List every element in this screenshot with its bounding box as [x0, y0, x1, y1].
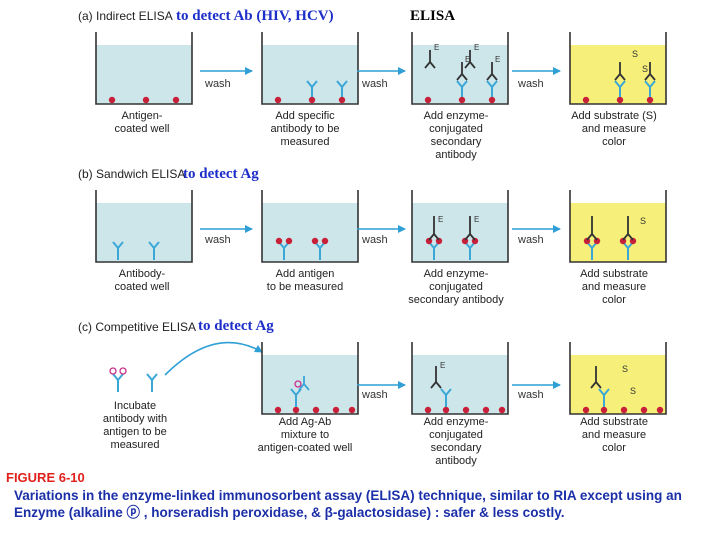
step-caption-b4: Add substrate and measure color — [559, 268, 669, 307]
enzyme-label: E — [440, 361, 445, 370]
antigen-dot — [601, 407, 607, 413]
antigen-dot — [425, 97, 431, 103]
antigen-dot — [483, 407, 489, 413]
enzyme-label: E — [438, 215, 443, 224]
antigen-dot — [322, 238, 328, 244]
antigen-dot — [276, 238, 282, 244]
free-antigen — [110, 368, 116, 374]
well-b1 — [96, 190, 192, 262]
well-c2 — [262, 342, 358, 414]
enzyme-label: E — [495, 55, 500, 64]
incubate-group — [110, 368, 157, 392]
wash-label-a3: wash — [518, 78, 544, 90]
well-liquid — [412, 355, 508, 414]
antigen-dot — [443, 407, 449, 413]
step-caption-b2: Add antigen to be measured — [250, 268, 360, 294]
substrate-label: S — [632, 49, 638, 59]
step-caption-a1: Antigen- coated well — [87, 110, 197, 136]
step-caption-b1: Antibody- coated well — [87, 268, 197, 294]
antibody-shape — [113, 374, 123, 392]
antigen-dot — [309, 97, 315, 103]
antigen-dot — [583, 97, 589, 103]
antigen-dot — [313, 407, 319, 413]
well-liquid — [96, 45, 192, 104]
figure-label: FIGURE 6-10 — [6, 470, 85, 485]
row-title-indirect: (a) Indirect ELISA — [78, 9, 173, 23]
antigen-dot — [617, 97, 623, 103]
wash-label-a2: wash — [362, 78, 388, 90]
antigen-dot — [657, 407, 663, 413]
well-liquid — [262, 203, 358, 262]
well-liquid — [412, 203, 508, 262]
antigen-dot — [499, 407, 505, 413]
step-caption-c3: Add enzyme- conjugated secondary antibod… — [401, 416, 511, 468]
antigen-dot — [425, 407, 431, 413]
well-liquid — [412, 45, 508, 104]
antigen-dot — [333, 407, 339, 413]
antigen-dot — [173, 97, 179, 103]
wash-label-a1: wash — [205, 78, 231, 90]
antigen-dot — [339, 97, 345, 103]
step-caption-a4: Add substrate (S) and measure color — [559, 110, 669, 149]
row-title-sandwich: (b) Sandwich ELISA — [78, 167, 185, 181]
enzyme-label: E — [434, 43, 439, 52]
step-caption-a2: Add specific antibody to be measured — [250, 110, 360, 149]
enzyme-label: E — [474, 43, 479, 52]
well-liquid — [570, 45, 666, 104]
antigen-dot — [489, 97, 495, 103]
well-a1 — [96, 32, 192, 104]
well-c4: SS — [570, 342, 666, 414]
antigen-dot — [583, 407, 589, 413]
well-b2 — [262, 190, 358, 262]
enzyme-label: E — [474, 215, 479, 224]
well-liquid — [96, 203, 192, 262]
well-liquid — [262, 355, 358, 414]
substrate-label: S — [642, 64, 648, 74]
note-indirect: to detect Ab (HIV, HCV) — [176, 8, 334, 25]
antigen-dot — [349, 407, 355, 413]
wash-label-b2: wash — [362, 234, 388, 246]
antigen-dot — [621, 407, 627, 413]
wash-label-b1: wash — [205, 234, 231, 246]
free-antigen — [120, 368, 126, 374]
antigen-dot — [143, 97, 149, 103]
transfer-arrow — [165, 343, 262, 375]
step-caption-c4: Add substrate and measure color — [559, 416, 669, 455]
step-caption-c2: Add Ag-Ab mixture to antigen-coated well — [250, 416, 360, 455]
wash-label-c2: wash — [518, 389, 544, 401]
well-liquid — [262, 45, 358, 104]
antigen-dot — [312, 238, 318, 244]
well-liquid — [570, 355, 666, 414]
antigen-dot — [275, 97, 281, 103]
figure-caption: Variations in the enzyme-linked immunoso… — [14, 487, 724, 521]
step-caption-c1: Incubate antibody with antigen to be mea… — [80, 400, 190, 452]
row-title-competitive: (c) Competitive ELISA — [78, 320, 196, 334]
note-competitive: to detect Ag — [198, 318, 274, 335]
antigen-dot — [275, 407, 281, 413]
well-b4: S — [570, 190, 666, 262]
well-liquid — [570, 203, 666, 262]
antigen-dot — [109, 97, 115, 103]
well-c3: E — [412, 342, 508, 414]
antigen-dot — [647, 97, 653, 103]
well-a2 — [262, 32, 358, 104]
figure-title: ELISA — [410, 8, 455, 25]
well-a4: SS — [570, 32, 666, 104]
antigen-dot — [286, 238, 292, 244]
substrate-label: S — [630, 386, 636, 396]
wash-label-b3: wash — [518, 234, 544, 246]
antigen-dot — [293, 407, 299, 413]
substrate-label: S — [640, 216, 646, 226]
antigen-dot — [641, 407, 647, 413]
wash-label-c1: wash — [362, 389, 388, 401]
step-caption-a3: Add enzyme- conjugated secondary antibod… — [401, 110, 511, 162]
antigen-dot — [463, 407, 469, 413]
step-caption-b3: Add enzyme- conjugated secondary antibod… — [401, 268, 511, 307]
antigen-dot — [459, 97, 465, 103]
substrate-label: S — [622, 364, 628, 374]
note-sandwich: to detect Ag — [183, 166, 259, 183]
antibody-shape — [147, 374, 157, 392]
